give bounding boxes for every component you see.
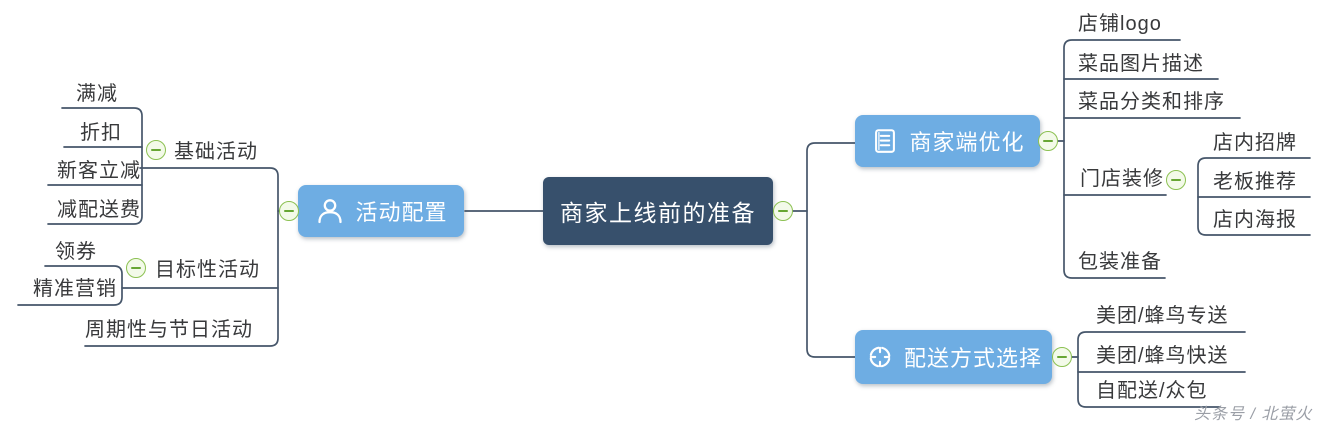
- minus-icon: [151, 149, 161, 151]
- branch-activity-config[interactable]: 活动配置: [298, 185, 464, 237]
- topic-meituan-fengniao-express[interactable]: 美团/蜂鸟快送: [1096, 345, 1229, 367]
- person-icon: [314, 195, 346, 227]
- topic-dish-category-sorting[interactable]: 菜品分类和排序: [1078, 91, 1225, 113]
- branch-delivery-method[interactable]: 配送方式选择: [855, 330, 1052, 384]
- minus-icon: [284, 210, 294, 212]
- collapse-button-store-decoration[interactable]: [1166, 170, 1186, 190]
- branch-delivery-method-label: 配送方式选择: [903, 346, 1042, 371]
- collapse-button-basic-activities[interactable]: [146, 140, 166, 160]
- collapse-button-targeted-activities[interactable]: [126, 258, 146, 278]
- topic-delivery-fee-reduction[interactable]: 减配送费: [57, 199, 141, 221]
- topic-store-logo[interactable]: 店铺logo: [1078, 13, 1162, 35]
- watermark-toutiao: 头条号 / 北萤火: [1194, 406, 1313, 423]
- branch-merchant-optimization[interactable]: 商家端优化: [855, 115, 1040, 167]
- branch-activity-config-label: 活动配置: [355, 200, 448, 225]
- topic-basic-activities[interactable]: 基础活动: [174, 141, 258, 163]
- collapse-button-activity-config[interactable]: [279, 201, 299, 221]
- topic-self-delivery-crowdsourcing[interactable]: 自配送/众包: [1096, 380, 1208, 402]
- topic-store-decoration[interactable]: 门店装修: [1080, 168, 1164, 190]
- minus-icon: [131, 267, 141, 269]
- topic-store-sign[interactable]: 店内招牌: [1213, 132, 1297, 154]
- topic-precision-marketing[interactable]: 精准营销: [33, 278, 117, 300]
- collapse-button-root-right[interactable]: [773, 201, 793, 221]
- topic-discount[interactable]: 折扣: [80, 122, 122, 144]
- root-topic[interactable]: 商家上线前的准备: [543, 177, 773, 245]
- collapse-button-delivery-method[interactable]: [1052, 347, 1072, 367]
- topic-new-customer-discount[interactable]: 新客立减: [57, 160, 141, 182]
- minus-icon: [778, 210, 788, 212]
- document-icon: [870, 126, 900, 156]
- topic-packaging-preparation[interactable]: 包装准备: [1078, 251, 1162, 273]
- topic-meituan-fengniao-dedicated[interactable]: 美团/蜂鸟专送: [1096, 305, 1229, 327]
- topic-targeted-activities[interactable]: 目标性活动: [155, 259, 260, 281]
- minus-icon: [1043, 140, 1053, 142]
- root-topic-label: 商家上线前的准备: [560, 200, 756, 226]
- topic-full-reduction[interactable]: 满减: [76, 83, 118, 105]
- topic-boss-recommendation[interactable]: 老板推荐: [1213, 171, 1297, 193]
- minus-icon: [1057, 356, 1067, 358]
- topic-periodic-festival-activities[interactable]: 周期性与节日活动: [85, 319, 253, 341]
- topic-store-poster[interactable]: 店内海报: [1213, 209, 1297, 231]
- branch-merchant-optimization-label: 商家端优化: [909, 130, 1025, 155]
- collapse-button-merchant-optimization[interactable]: [1038, 131, 1058, 151]
- topic-coupon[interactable]: 领券: [55, 241, 97, 263]
- topic-dish-image-description[interactable]: 菜品图片描述: [1078, 53, 1204, 75]
- target-icon: [865, 342, 895, 372]
- minus-icon: [1171, 179, 1181, 181]
